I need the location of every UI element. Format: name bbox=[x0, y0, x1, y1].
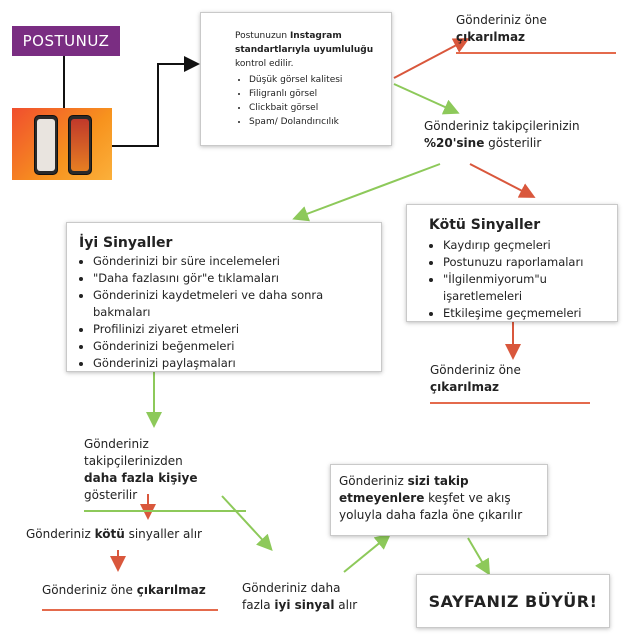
arrow-to-explore bbox=[343, 533, 392, 573]
list-item: Gönderinizi bir süre incelemeleri bbox=[93, 253, 373, 270]
list-item: Gönderinizi kaydetmeleri ve daha sonra b… bbox=[93, 287, 373, 321]
bad-signals-list: Kaydırıp geçmeleri Postunuzu raporlamala… bbox=[429, 237, 609, 322]
check-intro: Postunuzun Instagram standartlarıyla uyu… bbox=[235, 31, 374, 69]
final-text: SAYFANIZ BÜYÜR! bbox=[428, 591, 598, 611]
top-not-promoted: Gönderiniz öne çıkarılmaz bbox=[456, 12, 616, 54]
list-item: Spam/ Dolandırıcılık bbox=[249, 115, 381, 129]
bad-not-promoted: Gönderiniz öne çıkarılmaz bbox=[430, 362, 590, 404]
list-item: Clickbait görsel bbox=[249, 101, 381, 115]
bottom-not-promoted: Gönderiniz öne çıkarılmaz bbox=[42, 582, 218, 611]
receives-good-signals: Gönderiniz daha fazla iyi sinyal alır bbox=[242, 581, 358, 612]
list-item: Etkileşime geçmemeleri bbox=[443, 305, 609, 322]
check-list: Düşük görsel kalitesi Filigranlı görsel … bbox=[235, 73, 381, 129]
bad-signals-box: Kötü Sinyaller Kaydırıp geçmeleri Postun… bbox=[406, 204, 618, 322]
explore-text: Gönderiniz sizi takip etmeyenlere keşfet… bbox=[339, 474, 523, 522]
explore-box: Gönderiniz sizi takip etmeyenlere keşfet… bbox=[330, 464, 548, 536]
bad-signals-title: Kötü Sinyaller bbox=[429, 217, 541, 233]
final-box: SAYFANIZ BÜYÜR! bbox=[416, 574, 610, 628]
arrow-to-final bbox=[467, 537, 491, 576]
good-signals-title: İyi Sinyaller bbox=[79, 235, 173, 251]
list-item: Profilinizi ziyaret etmeleri bbox=[93, 321, 373, 338]
list-item: "Daha fazlasını gör"e tıklamaları bbox=[93, 270, 373, 287]
phone-icon bbox=[68, 115, 92, 175]
post-tag: POSTUNUZ bbox=[12, 26, 120, 56]
arrow-to-bad-signals bbox=[469, 163, 536, 198]
arrow-to-shown bbox=[393, 83, 460, 115]
post-image bbox=[12, 108, 112, 180]
image-to-check-arrow bbox=[112, 56, 200, 147]
shown-to-followers: Gönderiniz takipçilerinizin %20'sine gös… bbox=[424, 119, 580, 150]
good-signals-list: Gönderinizi bir süre incelemeleri "Daha … bbox=[79, 253, 373, 372]
list-item: "İlgilenmiyorum"u işaretlemeleri bbox=[443, 271, 609, 305]
receives-bad-signals: Gönderiniz kötü sinyaller alır bbox=[26, 527, 202, 541]
list-item: Gönderinizi paylaşmaları bbox=[93, 355, 373, 372]
list-item: Kaydırıp geçmeleri bbox=[443, 237, 609, 254]
compliance-check-box: Postunuzun Instagram standartlarıyla uyu… bbox=[200, 12, 392, 146]
list-item: Düşük görsel kalitesi bbox=[249, 73, 381, 87]
shown-to-more-people: Gönderiniz takipçilerinizden daha fazla … bbox=[84, 436, 246, 512]
list-item: Postunuzu raporlamaları bbox=[443, 254, 609, 271]
list-item: Filigranlı görsel bbox=[249, 87, 381, 101]
phone-icon bbox=[34, 115, 58, 175]
arrow-to-good-signals bbox=[292, 163, 441, 222]
arrow-to-not-promoted bbox=[393, 38, 470, 79]
good-signals-box: İyi Sinyaller Gönderinizi bir süre incel… bbox=[66, 222, 382, 372]
list-item: Gönderinizi beğenmeleri bbox=[93, 338, 373, 355]
arrow-to-good-receive bbox=[221, 495, 273, 551]
